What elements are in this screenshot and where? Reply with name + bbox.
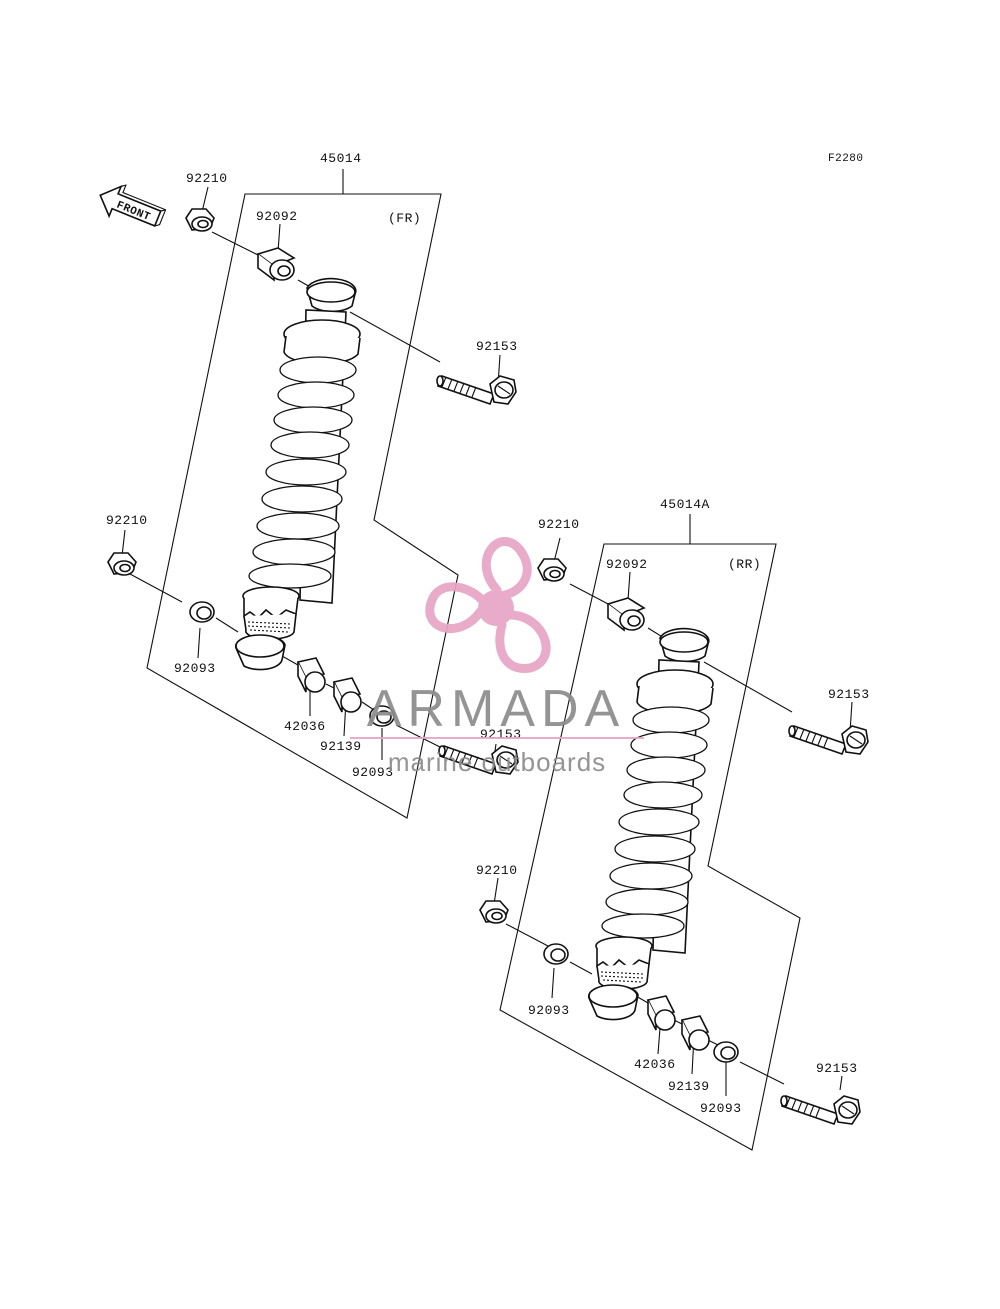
rear-lower-collar-label: 42036 [634,1057,676,1072]
front-lower-collar [297,657,326,693]
rear-upper-bushing-label: 92092 [606,557,648,572]
rear-lower-bolt [780,1095,861,1125]
rear-upper-bolt-label: 92153 [828,687,870,702]
front-lower-washer-left-label: 92093 [174,661,216,676]
rear-lower-washer-left [543,943,569,965]
front-upper-bushing [257,247,295,281]
front-upper-nut [185,208,215,232]
rear-assembly-number: 45014A [660,497,710,512]
front-assembly-number: 45014 [320,151,362,166]
front-lower-bushing-label: 92139 [320,739,362,754]
front-position-tag: (FR) [388,211,421,226]
rear-position-tag: (RR) [728,557,761,572]
front-lower-washer-right-label: 92093 [352,765,394,780]
front-upper-bolt-label: 92153 [476,339,518,354]
rear-shock-assembly: 45014A (RR) 92210 92092 92153 92210 9209… [476,497,870,1151]
front-lower-bushing [333,677,362,713]
rear-upper-nut-label: 92210 [538,517,580,532]
rear-upper-bushing [607,597,645,631]
front-shock-absorber [234,277,361,671]
watermark-brand: ARMADA [367,680,625,738]
front-lower-collar-label: 42036 [284,719,326,734]
rear-lower-washer-left-label: 92093 [528,1003,570,1018]
rear-upper-nut [537,558,567,582]
rear-lower-bushing [681,1015,710,1051]
rear-assembly-outline [499,543,801,1151]
front-lower-nut [107,552,137,576]
rear-lower-bolt-label: 92153 [816,1061,858,1076]
front-lower-washer-left [189,601,215,623]
front-assembly-outline [146,193,459,819]
rear-lower-nut-label: 92210 [476,863,518,878]
rear-lower-washer-right [713,1041,739,1063]
rear-lower-washer-right-label: 92093 [700,1101,742,1116]
armada-watermark: ARMADA marine outboards [350,537,644,777]
front-upper-nut-label: 92210 [186,171,228,186]
rear-upper-bolt [788,725,869,755]
watermark-tagline: marine outboards [388,747,606,777]
propeller-logo-icon [425,537,551,673]
figure-code: F2280 [828,153,864,165]
rear-lower-collar [647,995,676,1031]
rear-lower-nut [479,900,509,924]
front-upper-bushing-label: 92092 [256,209,298,224]
front-lower-nut-label: 92210 [106,513,148,528]
rear-lower-bushing-label: 92139 [668,1079,710,1094]
front-upper-bolt [436,375,517,405]
front-direction-arrow: FRONT [99,184,167,227]
